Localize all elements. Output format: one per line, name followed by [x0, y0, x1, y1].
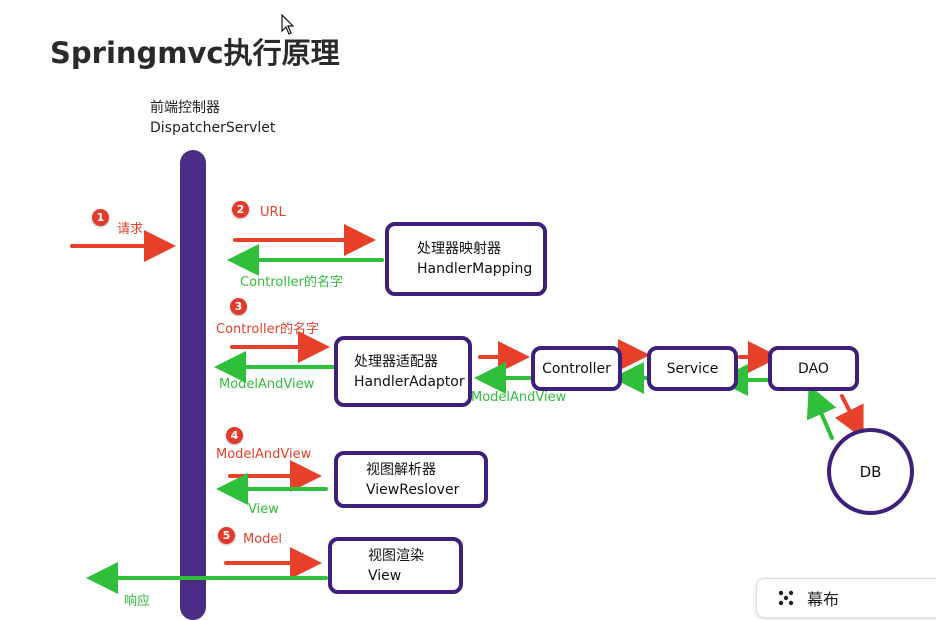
view-render-box: 视图渲染 View [328, 537, 463, 594]
view-render-cn: 视图渲染 [368, 547, 424, 564]
view-render-en: View [368, 567, 402, 584]
handler-mapping-en: HandlerMapping [417, 261, 533, 277]
handler-adaptor-cn: 处理器适配器 [354, 353, 438, 370]
response-label: 响应 [124, 594, 151, 609]
step-1-label: 请求 [117, 222, 144, 237]
db-label: DB [859, 462, 882, 481]
page-title: Springmvc执行原理 [50, 36, 340, 70]
view-resolver-box: 视图解析器 ViewReslover [334, 451, 488, 508]
step-5-badge: 5 [218, 527, 235, 544]
step-1-badge: 1 [92, 209, 109, 226]
dao-box: DAO [768, 346, 859, 391]
handler-mapping-box: 处理器映射器 HandlerMapping [385, 222, 547, 296]
step-4-badge: 4 [226, 427, 243, 444]
mouse-cursor-icon [281, 14, 295, 35]
arrow-db-dao [806, 384, 837, 440]
db-circle: DB [827, 428, 914, 515]
handler-adaptor-en: HandlerAdaptor [354, 373, 465, 390]
view-resolver-cn: 视图解析器 [366, 461, 436, 478]
subtitle-button-label: 幕布 [807, 590, 840, 609]
dispatcher-servlet-label: 前端控制器 DispatcherServlet [150, 98, 275, 138]
step-2-badge: 2 [232, 201, 249, 218]
subtitle-button[interactable]: 幕布 [756, 578, 936, 618]
step-2-return-label: Controller的名字 [240, 275, 343, 290]
dots-grid-icon [778, 590, 794, 606]
controller-label: Controller [542, 360, 611, 377]
step-3-badge: 3 [230, 298, 247, 315]
controller-box: Controller [531, 346, 622, 391]
chain-return-label: ModelAndView [471, 390, 567, 405]
step-4-return-label: View [248, 502, 279, 517]
step-5-label: Model [243, 532, 283, 547]
dispatcher-cn-label: 前端控制器 [150, 100, 220, 116]
dispatcher-servlet-bar [180, 150, 206, 620]
view-resolver-en: ViewReslover [366, 481, 460, 498]
handler-mapping-cn: 处理器映射器 [417, 241, 501, 257]
step-2-label: URL [260, 205, 286, 220]
dao-label: DAO [798, 360, 829, 377]
arrow-dao-db [834, 394, 864, 440]
step-4-label: ModelAndView [216, 447, 312, 462]
step-3-return-label: ModelAndView [219, 377, 315, 392]
step-3-label: Controller的名字 [216, 322, 319, 337]
handler-adaptor-box: 处理器适配器 HandlerAdaptor [334, 336, 472, 407]
service-label: Service [666, 360, 719, 377]
service-box: Service [647, 346, 738, 391]
dispatcher-en-label: DispatcherServlet [150, 120, 276, 136]
